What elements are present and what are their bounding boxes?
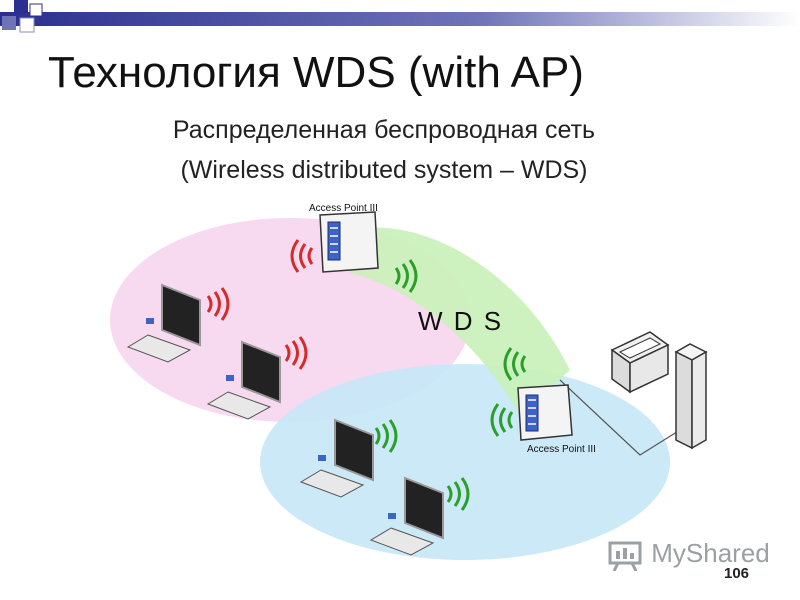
top-decor-bar (0, 0, 800, 40)
slide-subtitle-line1: Распределенная беспроводная сеть (172, 116, 596, 144)
access-point-bottom (517, 384, 573, 441)
laptop-pink-1 (126, 283, 201, 363)
green-signals (374, 259, 527, 511)
laptop-blue-2 (369, 476, 444, 556)
wds-label: W D S (418, 306, 503, 336)
ap-bottom-label: Access Point III (527, 444, 596, 455)
watermark-logo-icon (608, 541, 642, 572)
printer (610, 331, 670, 394)
top-decor-svg (0, 0, 800, 33)
decor-square-3 (2, 16, 16, 30)
top-gradient-bar (0, 12, 800, 26)
ap-top-label: Access Point III (309, 203, 378, 214)
blue-zone (260, 364, 670, 560)
access-point-top (319, 211, 379, 273)
wds-link-band (330, 227, 570, 415)
server-tower (674, 343, 708, 450)
watermark: MyShared (608, 538, 770, 572)
slide-number: 106 (724, 565, 750, 582)
laptop-blue-1 (299, 418, 374, 498)
decor-square-4 (19, 17, 35, 33)
slide-title: Технология WDS (with AP) (48, 48, 584, 97)
laptop-pink-2 (206, 340, 281, 420)
slide-subtitle-line2: (Wireless distributed system – WDS) (180, 156, 588, 184)
decor-square-2 (29, 3, 43, 17)
red-signals (206, 239, 314, 370)
watermark-text: MyShared (651, 538, 770, 568)
wired-link-line (559, 379, 681, 456)
decor-square-1 (14, 0, 28, 14)
